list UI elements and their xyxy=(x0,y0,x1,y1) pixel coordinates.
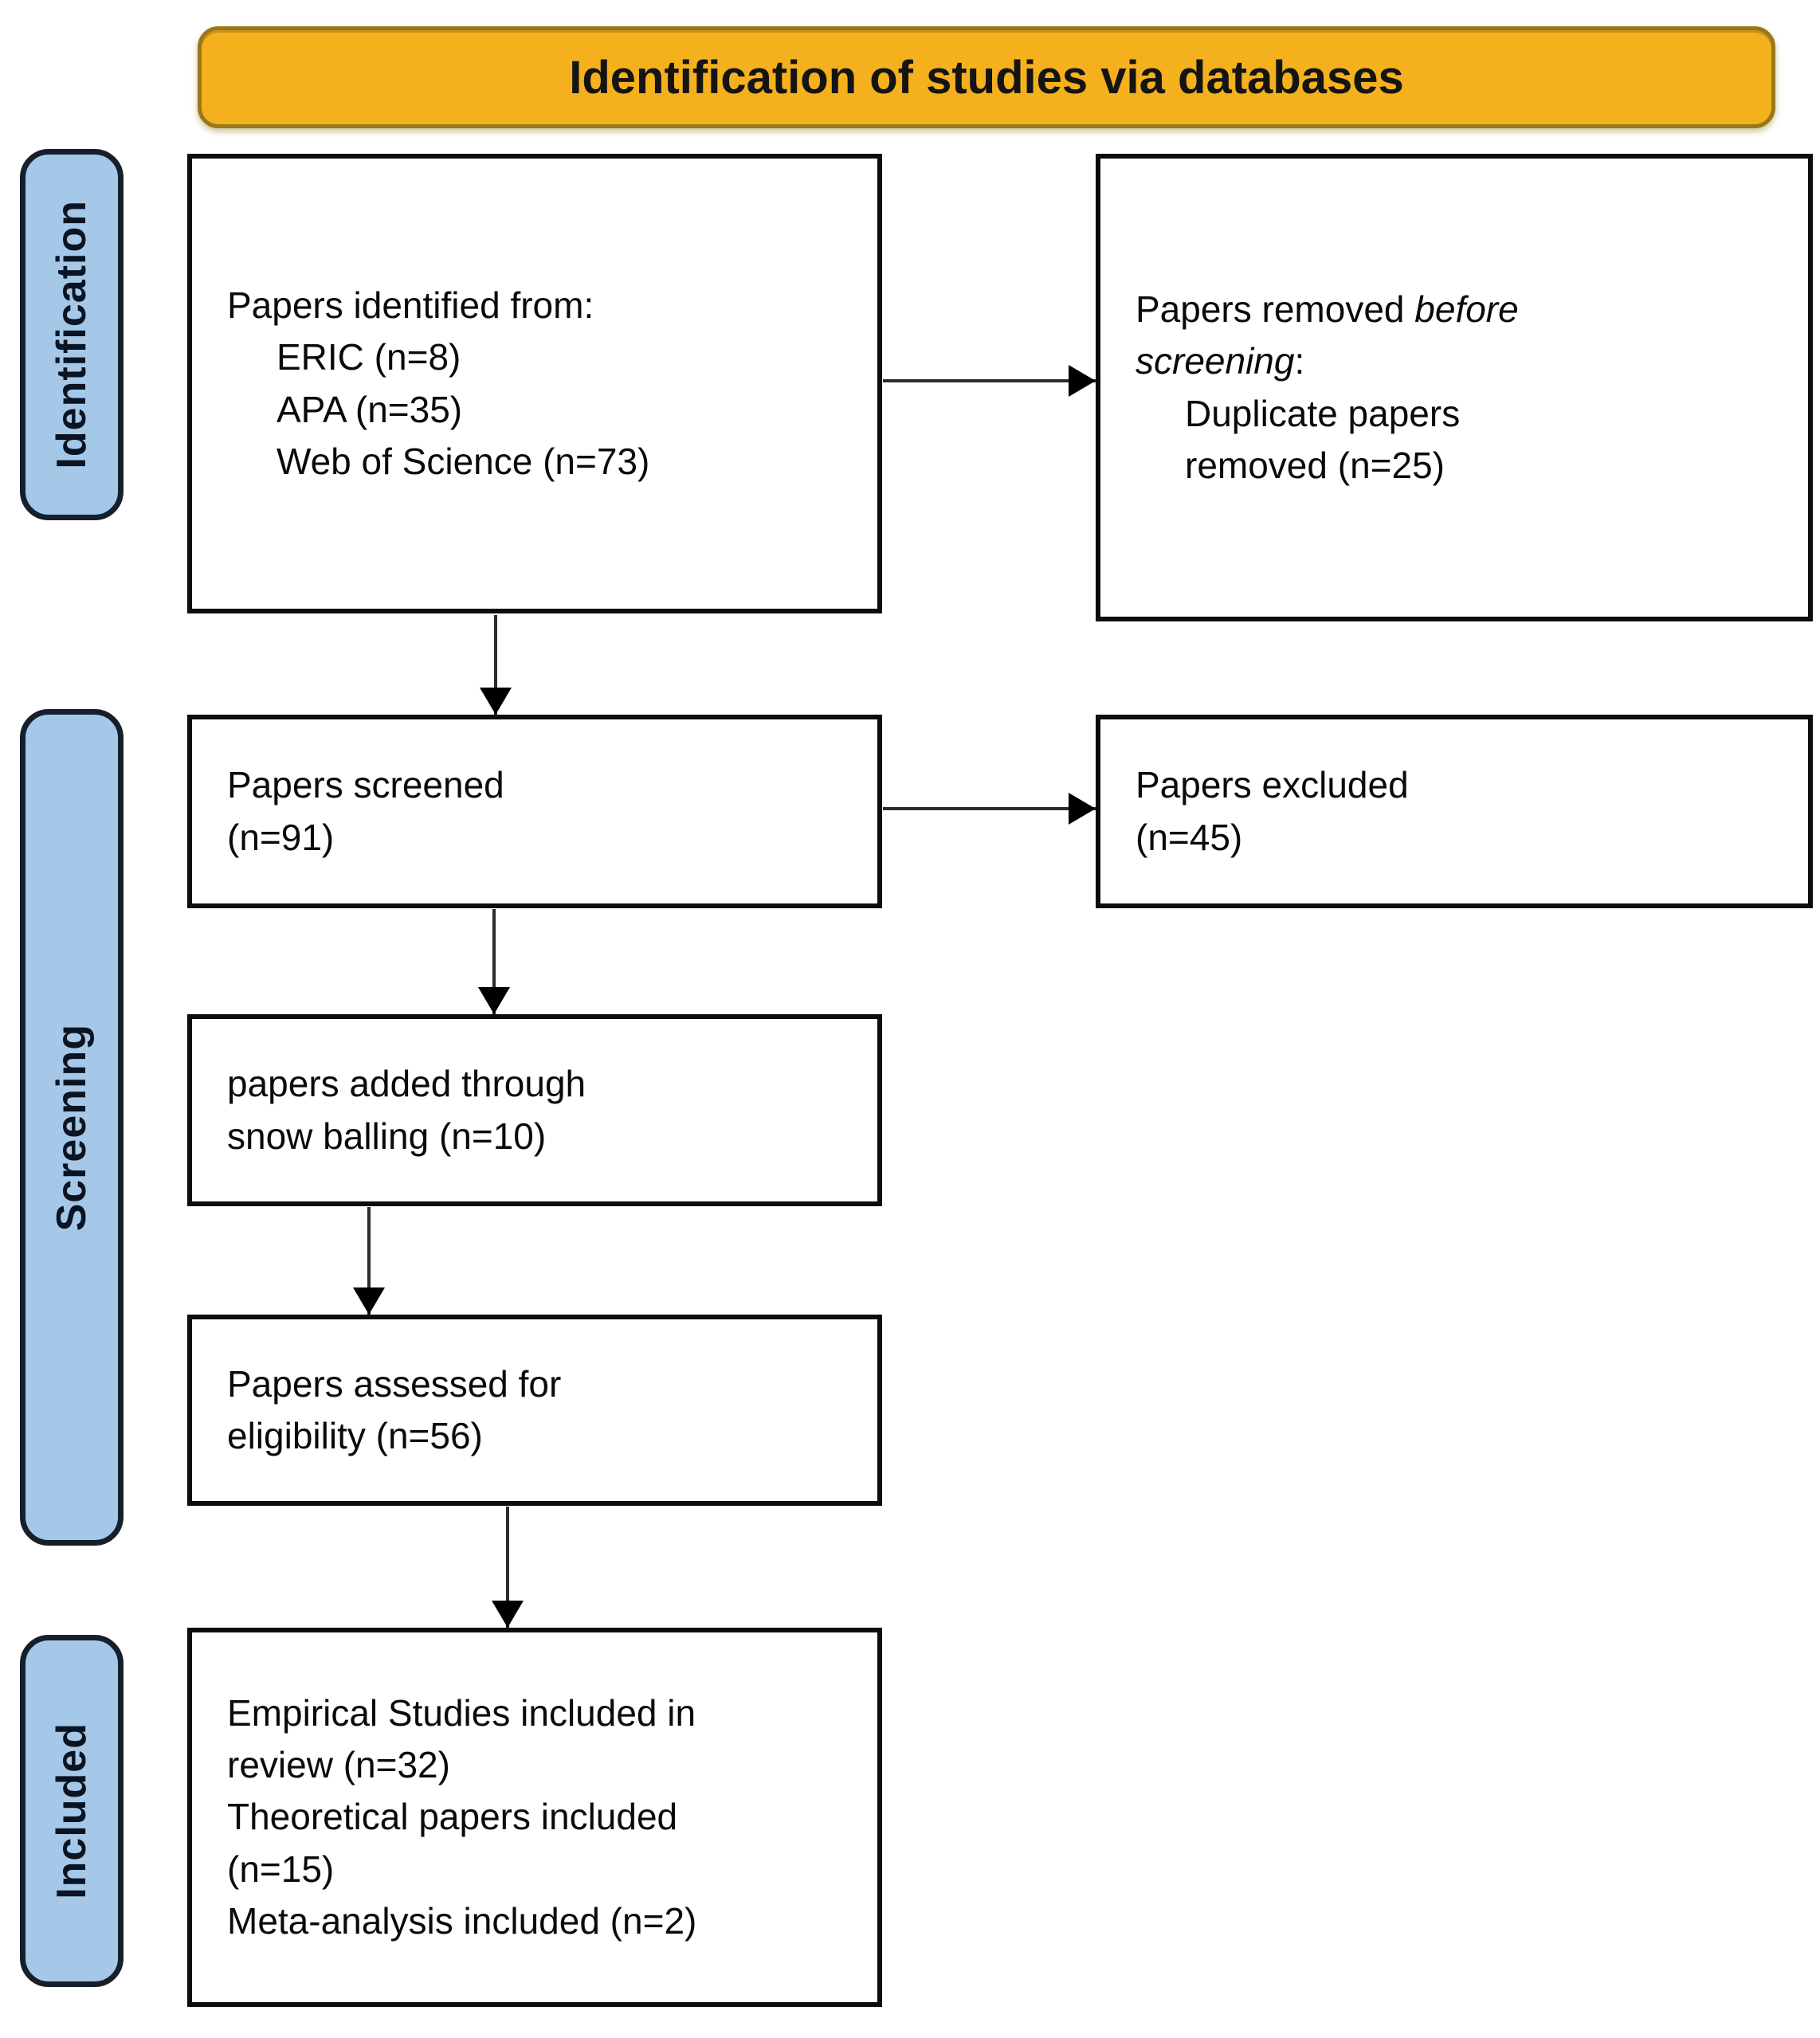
arrow-snowballing-to-assessed xyxy=(367,1207,371,1315)
arrow-assessed-to-included xyxy=(506,1507,509,1628)
box-line: APA (n=35) xyxy=(277,388,463,430)
arrow-identified-to-removed xyxy=(883,379,1096,382)
arrowhead-right-icon xyxy=(1069,365,1096,397)
box-line: Theoretical papers included (n=15) xyxy=(227,1796,678,1890)
arrowhead-down-icon xyxy=(478,987,510,1014)
box-line: Web of Science (n=73) xyxy=(277,440,650,482)
box-papers-removed: Papers removed before screening: Duplica… xyxy=(1096,154,1813,621)
box-line: Empirical Studies included in review (n=… xyxy=(227,1691,696,1786)
box-line: Papers assessed for xyxy=(227,1362,562,1405)
box-line: Papers excluded xyxy=(1136,764,1409,806)
arrowhead-down-icon xyxy=(492,1601,524,1628)
stage-included: Included xyxy=(20,1635,124,1987)
box-line: Duplicate papers removed (n=25) xyxy=(1185,392,1461,486)
arrow-identified-to-screened xyxy=(494,615,497,715)
box-line: papers added through xyxy=(227,1063,586,1105)
stage-screening: Screening xyxy=(20,709,124,1546)
box-snowballing: papers added through snow balling (n=10) xyxy=(187,1014,882,1206)
arrow-screened-to-excluded xyxy=(883,807,1096,810)
box-line: Meta-analysis included (n=2) xyxy=(227,1899,697,1942)
box-papers-identified: Papers identified from: ERIC (n=8) APA (… xyxy=(187,154,882,613)
box-line: eligibility (n=56) xyxy=(227,1415,483,1456)
box-papers-excluded: Papers excluded (n=45) xyxy=(1096,715,1813,908)
arrow-screened-to-snowballing xyxy=(492,909,496,1014)
arrowhead-down-icon xyxy=(480,688,512,715)
box-line: snow balling (n=10) xyxy=(227,1115,547,1157)
arrowhead-down-icon xyxy=(353,1287,385,1315)
removed-suffix: : xyxy=(1294,340,1305,382)
stage-identification-label: Identification xyxy=(49,200,95,469)
box-line: Papers identified from: xyxy=(227,284,594,326)
box-line: Papers removed before screening: xyxy=(1136,284,1582,388)
box-line: Papers screened xyxy=(227,764,504,806)
box-papers-screened: Papers screened (n=91) xyxy=(187,715,882,908)
box-line: (n=45) xyxy=(1136,816,1243,858)
box-line: ERIC (n=8) xyxy=(277,336,461,378)
banner-title: Identification of studies via databases xyxy=(198,26,1775,128)
arrowhead-right-icon xyxy=(1069,793,1096,825)
stage-included-label: Included xyxy=(49,1723,95,1899)
removed-emphasis: before screening xyxy=(1136,288,1519,382)
box-line: (n=91) xyxy=(227,816,335,858)
box-papers-assessed: Papers assessed for eligibility (n=56) xyxy=(187,1315,882,1506)
stage-screening-label: Screening xyxy=(49,1023,95,1232)
box-studies-included: Empirical Studies included in review (n=… xyxy=(187,1628,882,2007)
stage-identification: Identification xyxy=(20,149,124,520)
removed-prefix: Papers removed xyxy=(1136,288,1415,330)
